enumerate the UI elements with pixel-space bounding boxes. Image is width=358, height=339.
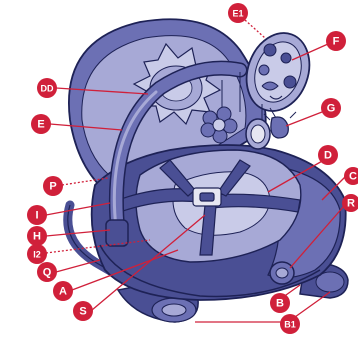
control-unit bbox=[269, 261, 295, 285]
callout-badge bbox=[31, 114, 51, 134]
callout-label: B1 bbox=[284, 320, 296, 330]
callout-label: S bbox=[79, 306, 86, 318]
callout-a: A bbox=[53, 281, 73, 301]
mirror-toy bbox=[245, 118, 271, 150]
callout-e1: E1 bbox=[228, 3, 248, 23]
callout-label: E1 bbox=[232, 9, 243, 19]
callout-badge bbox=[270, 293, 290, 313]
callout-badge bbox=[27, 244, 47, 264]
callout-label: H bbox=[33, 231, 41, 243]
callout-badge bbox=[53, 281, 73, 301]
callout-s: S bbox=[73, 301, 93, 321]
callout-badge bbox=[344, 167, 358, 185]
callout-label: I bbox=[35, 210, 38, 222]
toy-mobile bbox=[245, 32, 311, 112]
callout-label: E bbox=[37, 119, 44, 131]
callout-d: D bbox=[318, 145, 338, 165]
callout-badge bbox=[280, 314, 300, 334]
callout-badge bbox=[73, 301, 93, 321]
callout-label: R bbox=[347, 198, 355, 210]
callout-label: G bbox=[327, 103, 336, 115]
arch-base-clip bbox=[105, 219, 129, 247]
callout-b1: B1 bbox=[280, 314, 300, 334]
front-bar bbox=[99, 244, 321, 298]
callout-i2: I2 bbox=[27, 244, 47, 264]
callout-h: H bbox=[27, 226, 47, 246]
callout-badge bbox=[228, 3, 248, 23]
callout-badge bbox=[27, 205, 47, 225]
flower-toy bbox=[200, 106, 238, 144]
callout-label: P bbox=[49, 181, 56, 193]
hanging-toys bbox=[200, 72, 297, 150]
callout-dd: DD bbox=[37, 78, 57, 98]
callout-label: A bbox=[59, 286, 67, 298]
callout-p: P bbox=[43, 176, 63, 196]
callout-label: DD bbox=[41, 84, 54, 94]
callout-label: D bbox=[324, 150, 332, 162]
callout-e: E bbox=[31, 114, 51, 134]
callout-badge bbox=[326, 31, 346, 51]
callout-badge bbox=[342, 194, 358, 212]
callout-label: I2 bbox=[33, 250, 41, 260]
callout-badge bbox=[318, 145, 338, 165]
callout-badge bbox=[43, 176, 63, 196]
callout-badge bbox=[27, 226, 47, 246]
callout-r: R bbox=[342, 194, 358, 212]
callout-label: Q bbox=[43, 267, 52, 279]
callout-label: B bbox=[276, 298, 284, 310]
callout-badge bbox=[321, 98, 341, 118]
callout-b: B bbox=[270, 293, 290, 313]
callout-label: C bbox=[349, 171, 357, 183]
rattle-toy bbox=[263, 111, 297, 139]
callout-q: Q bbox=[37, 262, 57, 282]
callout-g: G bbox=[321, 98, 341, 118]
callout-f: F bbox=[326, 31, 346, 51]
callout-c: C bbox=[344, 167, 358, 185]
harness bbox=[117, 159, 301, 256]
callout-i: I bbox=[27, 205, 47, 225]
callout-label: F bbox=[333, 36, 340, 48]
callout-badge bbox=[37, 262, 57, 282]
callout-badge bbox=[37, 78, 57, 98]
